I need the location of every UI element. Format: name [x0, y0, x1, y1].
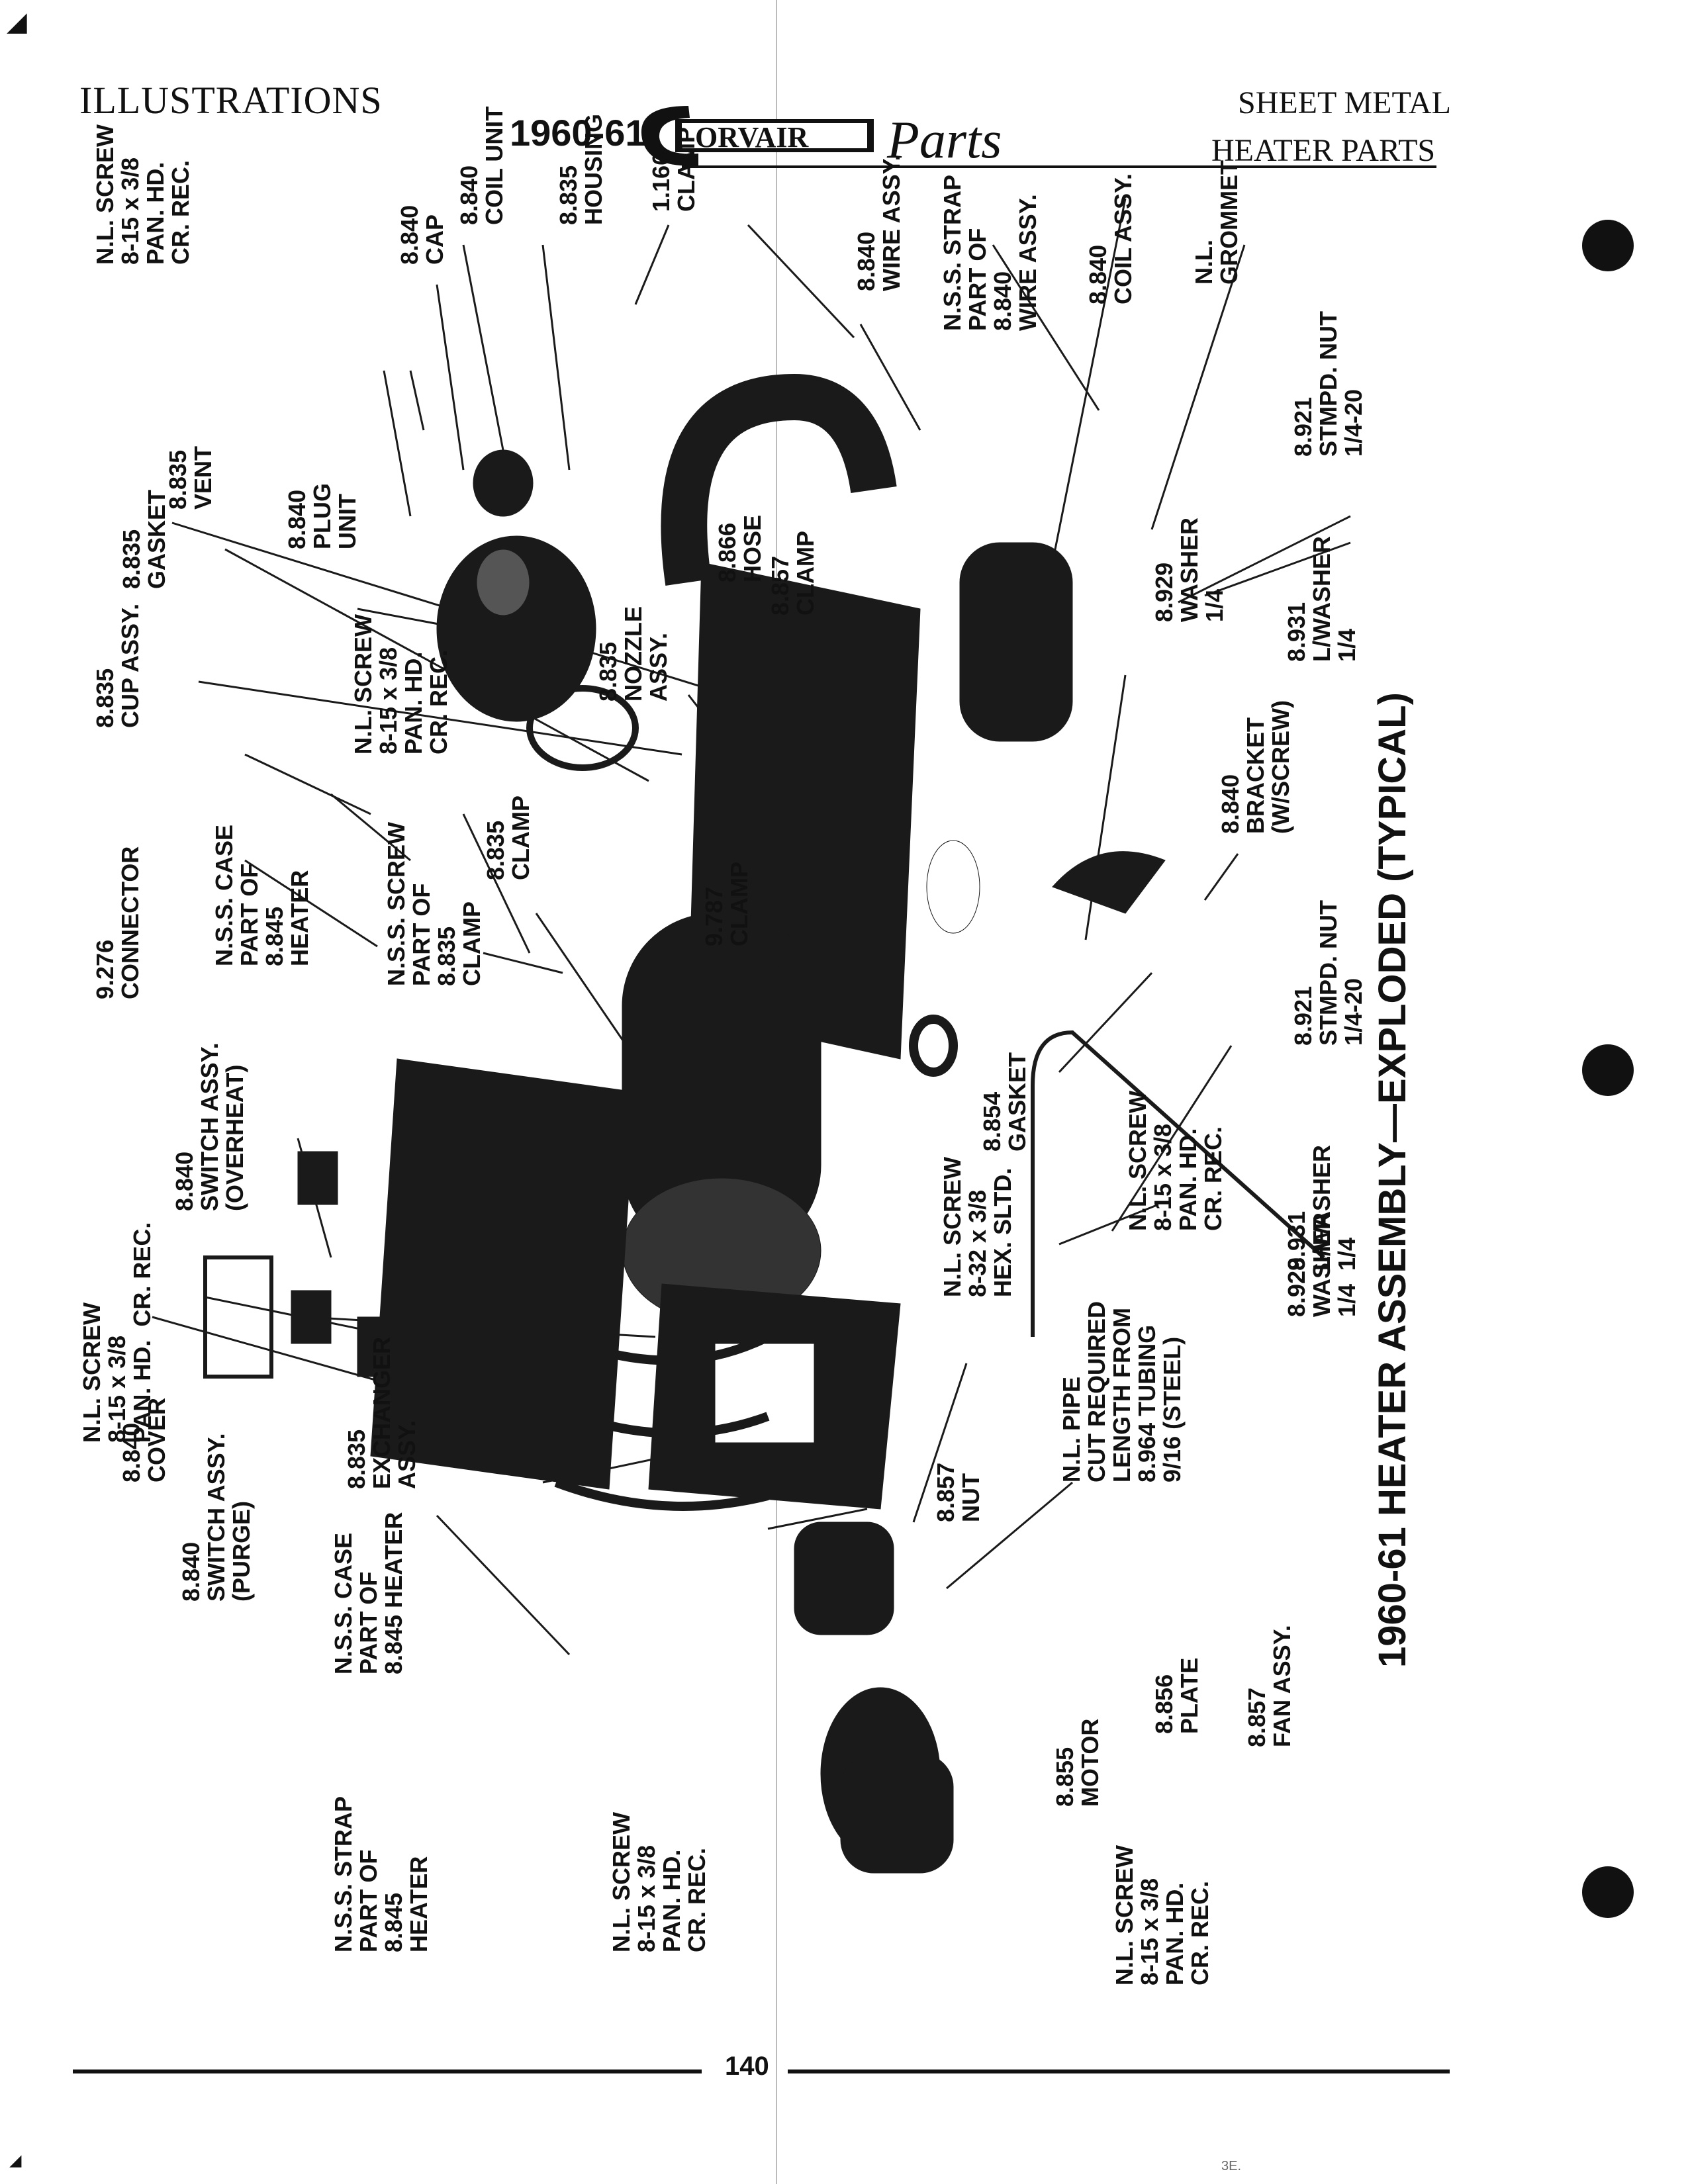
- hose-shape: [661, 373, 897, 586]
- figure-title: 1960-61 HEATER ASSEMBLY—EXPLODED (TYPICA…: [1371, 692, 1414, 1668]
- fan-shape: [794, 1522, 894, 1635]
- header-year: 1960-61: [510, 112, 646, 154]
- header-right-line1: SHEET METAL: [1238, 85, 1451, 120]
- strap-shape: [527, 1319, 771, 1365]
- corvair-parts-logo: ORVAIR Parts: [641, 106, 1002, 169]
- gasket-ring-shape: [718, 831, 804, 983]
- header-right-line2: HEATER PARTS: [1211, 133, 1436, 168]
- coil-unit-shape: [473, 449, 534, 517]
- leader-lines: [152, 198, 1351, 1656]
- header-rule: [682, 165, 1436, 168]
- binder-hole: [1582, 220, 1634, 271]
- footer-rule-right: [788, 2070, 1450, 2073]
- strap-shape: [541, 1398, 770, 1438]
- gasket-ring-shape: [526, 685, 639, 771]
- binder-hole: [1582, 1866, 1634, 1918]
- scan-mark: 3E.: [1221, 2159, 1242, 2173]
- section-title: ILLUSTRATIONS: [79, 79, 383, 122]
- footer-rule-left: [73, 2070, 702, 2073]
- binder-hole: [1582, 1044, 1634, 1096]
- pipe-shape: [1031, 1030, 1326, 1337]
- page-number: 140: [725, 2052, 769, 2081]
- case-bottom-shape: [370, 1058, 636, 1490]
- motor-shape: [840, 1753, 954, 1874]
- logo-brand-text: ORVAIR: [695, 121, 809, 154]
- case-opening-shape: [926, 840, 980, 934]
- strap-shape: [554, 1478, 769, 1511]
- gasket-ring-shape: [909, 1015, 958, 1077]
- corner-mark: ◢: [7, 7, 27, 36]
- bracket-shape: [1052, 851, 1166, 914]
- switch-shape: [297, 1151, 338, 1205]
- corner-mark-bottom: ◢: [9, 2152, 22, 2169]
- coil-assy-shape: [959, 542, 1073, 742]
- logo-script-text: Parts: [886, 111, 1002, 169]
- switch-purge-shape: [203, 1255, 273, 1379]
- label-grommet: N.L.GROMMET: [1190, 160, 1243, 285]
